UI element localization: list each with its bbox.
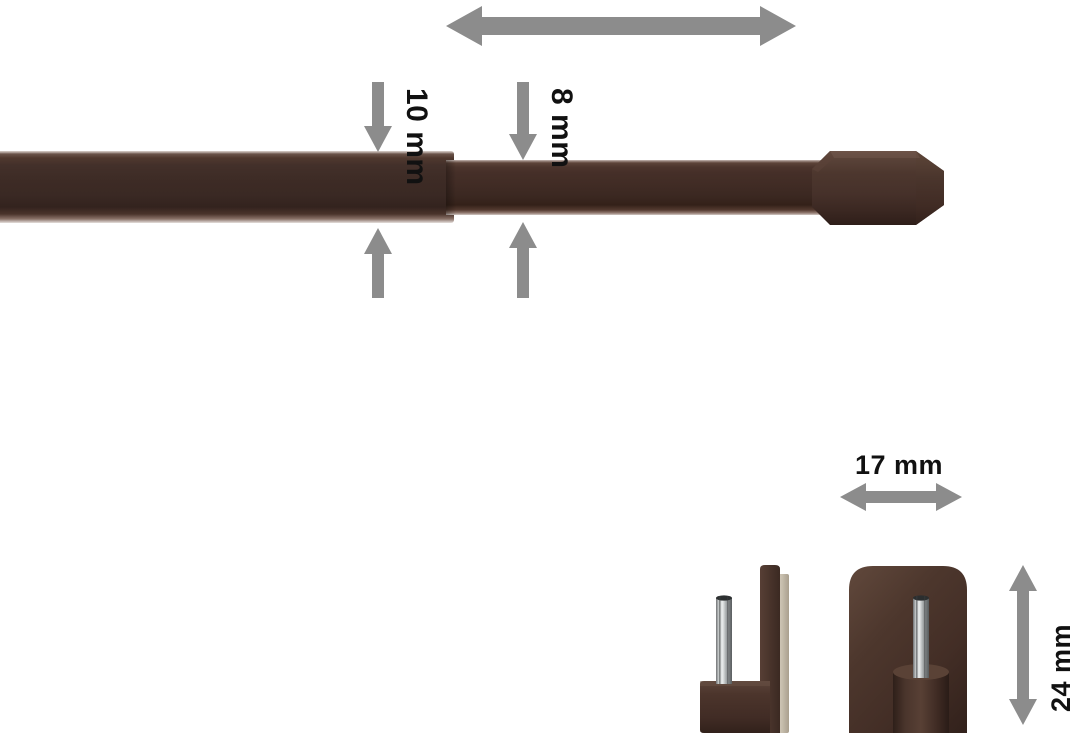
finial-end-cap xyxy=(808,145,952,231)
rod-thin-section xyxy=(446,160,824,215)
bracket-side-view xyxy=(690,560,800,733)
rod-thick-section xyxy=(0,151,454,223)
rod-thin-bottom-arrow xyxy=(508,222,538,298)
rod-thin-top-arrow xyxy=(508,82,538,160)
rod-thick-diameter-label: 10 mm xyxy=(400,88,433,186)
bracket-height-arrow xyxy=(1008,565,1038,725)
rod-telescoping-seam xyxy=(446,160,456,215)
bracket-height-label: 24 mm xyxy=(1046,623,1076,712)
bracket-front-view xyxy=(843,560,973,733)
bracket-width-label: 17 mm xyxy=(855,450,944,480)
rod-thin-diameter-label: 8 mm xyxy=(545,88,578,169)
extension-range-arrow xyxy=(446,5,796,47)
rod-thick-bottom-arrow xyxy=(363,228,393,298)
rod-thick-top-arrow xyxy=(363,82,393,152)
bracket-width-arrow xyxy=(840,482,962,512)
